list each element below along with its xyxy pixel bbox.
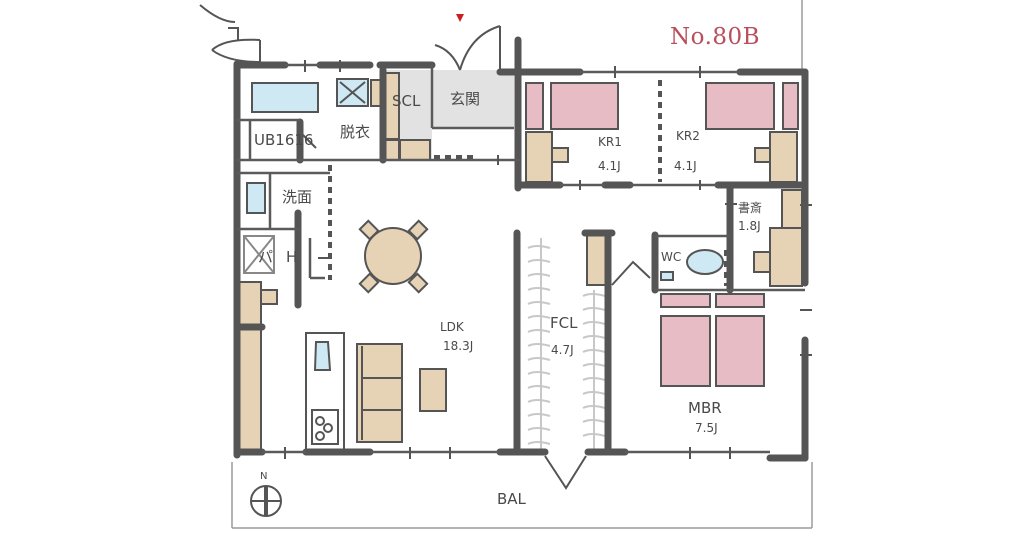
room-label-dressing: 脱衣: [340, 123, 371, 141]
room-label-study: 書斎: [738, 201, 763, 215]
room-area-study: 1.8J: [738, 219, 761, 233]
room-label-entrance: 玄関: [450, 90, 481, 108]
compass-north-label: N: [260, 471, 268, 482]
room-area-kr2: 4.1J: [674, 159, 697, 173]
plan-number: No.80B: [670, 24, 761, 50]
room-label-washroom: 洗面: [282, 188, 313, 206]
room-label-mbr: MBR: [688, 399, 722, 417]
room-label-pantry: パ: [258, 248, 274, 266]
room-label-balcony: BAL: [497, 490, 526, 508]
room-label-wc: WC: [661, 250, 682, 264]
room-area-kr1: 4.1J: [598, 159, 621, 173]
closet-shelving: [527, 238, 606, 450]
room-area-ldk: 18.3J: [443, 339, 474, 353]
beds: [525, 82, 799, 387]
compass-icon: [250, 485, 282, 517]
room-label-kr2: KR2: [676, 129, 700, 143]
room-label-ldk: LDK: [440, 320, 464, 334]
room-area-fcl: 4.7J: [551, 343, 574, 357]
room-label-fcl: FCL: [550, 314, 578, 332]
room-label-kr1: KR1: [598, 135, 622, 149]
doors: [199, 4, 651, 490]
site-boundary: [231, 0, 813, 529]
water-fixtures: [243, 78, 724, 454]
entrance-arrow-icon: [456, 14, 464, 22]
room-label-hi: H: [286, 248, 298, 266]
window-ticks: [284, 60, 812, 459]
room-label-ub: UB1616: [254, 131, 314, 149]
walls: [233, 36, 809, 462]
room-area-mbr: 7.5J: [695, 421, 718, 435]
dashed-lines: [328, 80, 728, 286]
room-label-scl: SCL: [392, 92, 421, 110]
